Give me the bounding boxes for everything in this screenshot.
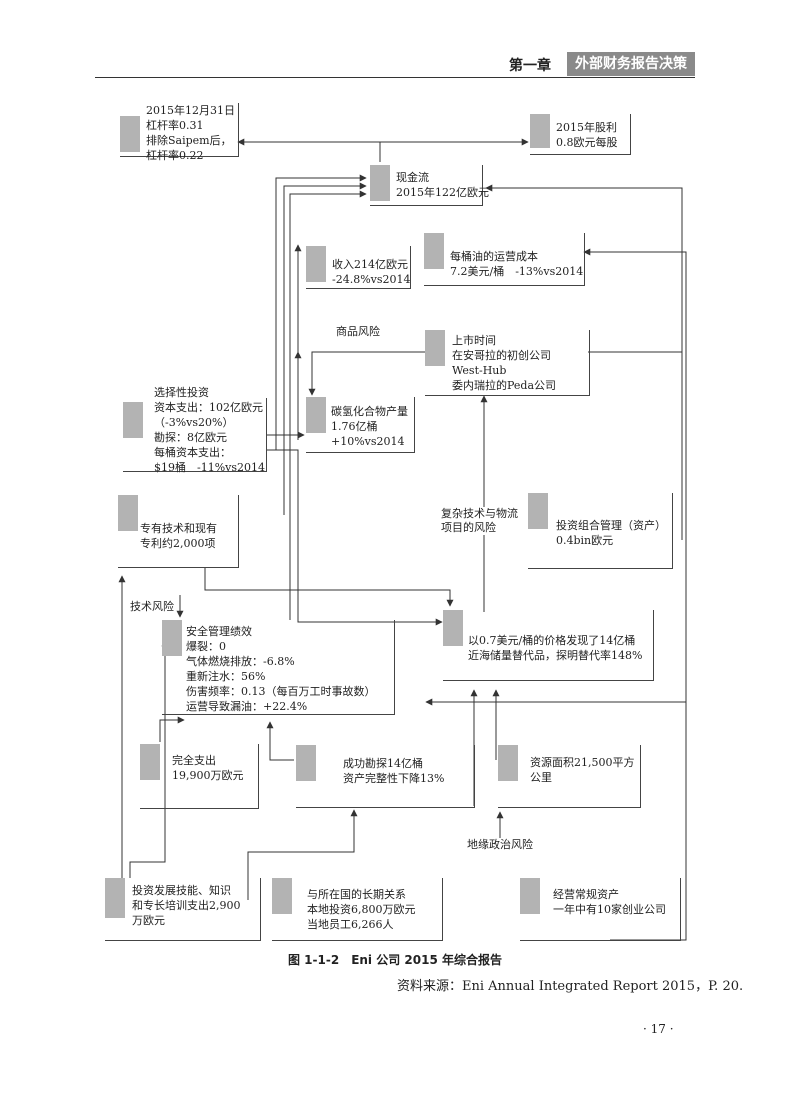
node-marker — [306, 397, 326, 433]
node-leverage-text: 2015年12月31日杠杆率0.31 排除Saipem后，杠杆率0.22 — [146, 104, 235, 162]
node-acreage-text: 资源面积21,500平方公里 — [530, 756, 635, 784]
chapter-label: 第一章 — [509, 58, 551, 74]
node-discovery-text: 以0.7美元/桶的价格发现了14亿桶近海储量替代品，探明替代率148% — [468, 634, 643, 662]
node-marker — [530, 114, 550, 148]
figure-caption: 图 1-1-2 Eni 公司 2015 年综合报告 — [288, 953, 502, 967]
node-portfolio-text: 投资组合管理（资产）0.4bin欧元 — [556, 519, 666, 547]
arrow-patents-to-cash — [283, 182, 367, 515]
arrow-exploration-to-fullexp — [266, 721, 294, 761]
node-training-text: 投资发展技能、知识和专长培训支出2,900 万欧元 — [132, 884, 241, 927]
node-compliance-text: 经营常规资产一年中有10家创业公司 — [553, 888, 666, 916]
arrow-portfolio-loop — [583, 248, 687, 700]
node-leverage — [120, 103, 239, 157]
node-compliance — [520, 878, 681, 941]
node-exploration-text: 成功勘探14亿桶资产完整性下降13% — [343, 757, 445, 785]
node-revenue — [306, 246, 411, 289]
node-relations-text: 与所在国的长期关系本地投资6,800万欧元 当地员工6,266人 — [307, 888, 416, 931]
node-marker — [306, 246, 326, 282]
node-marker — [162, 620, 182, 656]
node-acreage — [498, 745, 641, 808]
node-listing — [425, 330, 590, 396]
node-marker — [120, 116, 140, 152]
arrow-training-to-safety — [129, 639, 169, 878]
node-marker — [498, 745, 518, 781]
node-hydrocarbon — [306, 397, 415, 453]
node-marker — [370, 165, 390, 201]
arrow-right-to-cash — [485, 184, 683, 540]
arrow-capex-to-discovery — [266, 449, 443, 626]
node-patents-text: 专有技术和现有专利约2,000项 — [140, 522, 217, 550]
node-marker — [425, 330, 445, 366]
node-dividend — [530, 114, 631, 155]
node-exploration — [296, 745, 475, 808]
arrow-relations-to-exploration — [247, 809, 358, 900]
node-marker — [424, 233, 444, 269]
node-marker — [123, 402, 143, 438]
label-commodity-risk: 商品风险 — [336, 325, 380, 339]
section-tag: 外部财务报告决策 — [567, 52, 695, 76]
node-marker — [528, 493, 548, 529]
arrow-patents-to-discovery — [204, 568, 454, 607]
node-marker — [272, 878, 292, 914]
header-rule — [95, 77, 695, 78]
node-cashflow — [370, 165, 483, 206]
arrow-safety-to-cash — [289, 190, 367, 620]
node-revenue-text: 收入214亿欧元-24.8%vs2014 — [332, 258, 411, 286]
node-marker — [105, 878, 125, 918]
label-geo-risk: 地缘政治风险 — [467, 838, 533, 852]
node-fullexp — [140, 744, 259, 809]
source-note: 资料来源：Eni Annual Integrated Report 2015，P… — [397, 979, 744, 994]
label-complex-risk: 复杂技术与物流项目的风险 — [441, 507, 518, 535]
arrow-commodity-risk — [308, 351, 425, 396]
node-marker — [140, 744, 160, 780]
arrow-fullexp-to-safety — [159, 716, 185, 742]
node-marker — [118, 495, 138, 531]
node-opcost — [424, 233, 585, 286]
arrow-capex-to-cash — [275, 174, 367, 450]
node-marker — [443, 610, 463, 646]
node-marker — [296, 745, 316, 781]
label-tech-risk: 技术风险 — [130, 600, 174, 614]
node-safety — [162, 620, 395, 715]
node-safety-text: 安全管理绩效爆裂：0 气体燃烧排放：-6.8%重新注水：56% 伤害频率：0.1… — [186, 625, 376, 713]
node-relations — [272, 878, 443, 941]
node-discovery — [443, 610, 654, 681]
node-patents — [118, 495, 239, 568]
node-training — [105, 878, 261, 941]
node-capex-text: 选择性投资资本支出：102亿欧元 （-3%vs20%）勘探：8亿欧元 每桶资本支… — [154, 386, 266, 474]
node-portfolio — [528, 493, 673, 569]
node-marker — [520, 878, 540, 914]
page-number: · 17 · — [643, 1022, 674, 1036]
node-capex — [123, 398, 267, 472]
